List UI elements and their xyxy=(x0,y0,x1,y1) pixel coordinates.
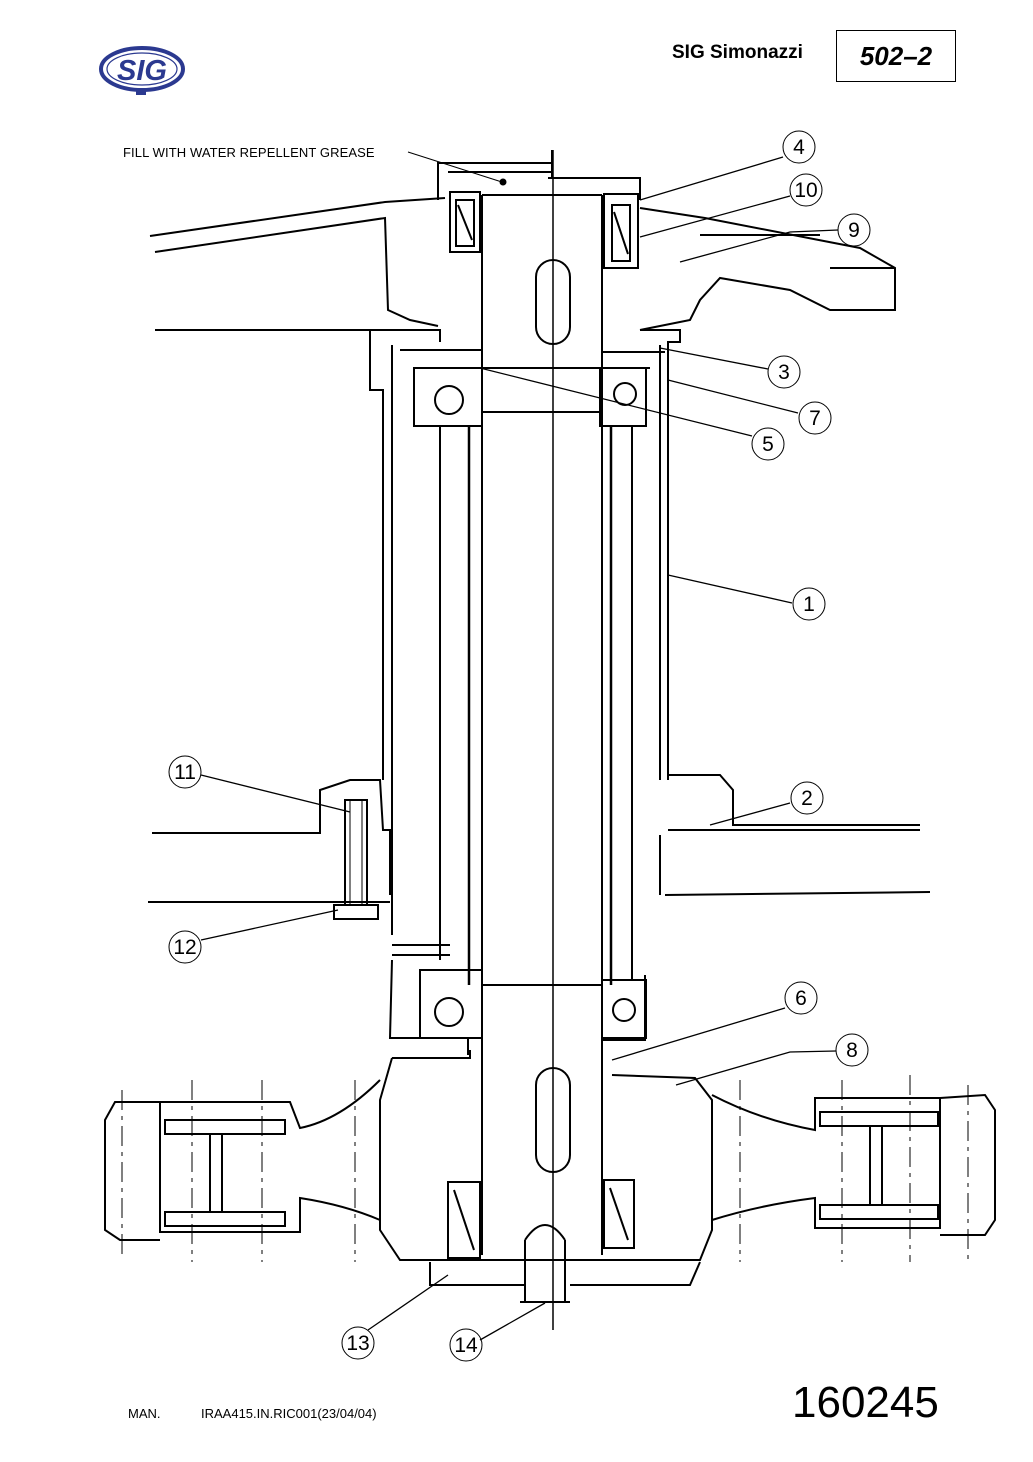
svg-text:10: 10 xyxy=(794,179,817,202)
callouts: 4 10 9 3 7 5 1 11 2 12 6 8 13 14 xyxy=(168,130,871,1362)
callout-14: 14 xyxy=(449,1328,483,1362)
svg-text:12: 12 xyxy=(173,936,196,959)
svg-text:4: 4 xyxy=(793,136,805,159)
callout-12: 12 xyxy=(168,930,202,964)
upper-seals xyxy=(449,191,639,269)
man-label: MAN. xyxy=(128,1406,161,1421)
manual-reference: IRAA415.IN.RIC001(23/04/04) xyxy=(201,1406,377,1421)
column-body xyxy=(392,426,633,980)
logo-text: SIG xyxy=(117,55,167,87)
upper-bearing-housing xyxy=(369,329,681,935)
svg-text:11: 11 xyxy=(174,761,196,784)
callout-6: 6 xyxy=(784,981,818,1015)
callout-8: 8 xyxy=(835,1033,869,1067)
middle-flange xyxy=(148,774,931,920)
svg-text:6: 6 xyxy=(795,987,807,1010)
svg-text:7: 7 xyxy=(809,407,821,430)
callout-1: 1 xyxy=(792,587,826,621)
callout-13: 13 xyxy=(341,1326,375,1360)
svg-text:14: 14 xyxy=(454,1334,478,1357)
svg-text:5: 5 xyxy=(762,433,774,456)
svg-text:8: 8 xyxy=(846,1039,858,1062)
top-cap xyxy=(407,150,641,200)
leader-lines xyxy=(200,156,839,1341)
lower-bearing-housing xyxy=(388,959,647,1055)
callout-4: 4 xyxy=(782,130,816,164)
doc-number-box: 502–2 xyxy=(836,30,956,82)
callout-10: 10 xyxy=(789,173,823,207)
company-name: SIG Simonazzi xyxy=(672,42,803,63)
lower-hub xyxy=(104,1050,996,1303)
grease-note: FILL WITH WATER REPELLENT GREASE xyxy=(123,145,375,160)
sig-logo: SIG xyxy=(99,46,185,95)
svg-text:9: 9 xyxy=(848,219,860,242)
callout-9: 9 xyxy=(837,213,871,247)
top-housing xyxy=(149,197,896,331)
svg-text:13: 13 xyxy=(346,1332,369,1355)
part-number: 160245 xyxy=(792,1378,939,1427)
callout-11: 11 xyxy=(168,755,202,789)
callout-5: 5 xyxy=(751,427,785,461)
svg-text:2: 2 xyxy=(801,787,813,810)
svg-text:3: 3 xyxy=(778,361,790,384)
callout-3: 3 xyxy=(767,355,801,389)
callout-2: 2 xyxy=(790,781,824,815)
callout-7: 7 xyxy=(798,401,832,435)
main-shaft xyxy=(467,194,613,1255)
svg-text:1: 1 xyxy=(803,593,815,616)
